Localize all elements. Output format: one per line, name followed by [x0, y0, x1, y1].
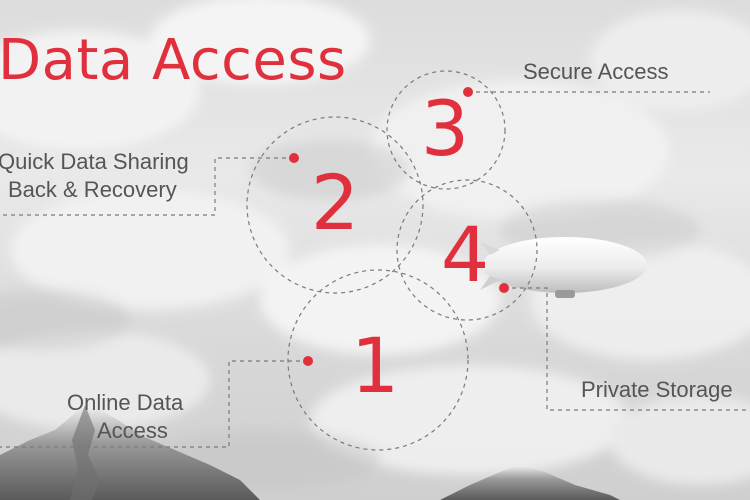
feature-dot-3: [463, 87, 473, 97]
feature-circle-4: [396, 179, 538, 321]
feature-label-1-line2: Access: [97, 418, 168, 443]
connector-line-4: [504, 287, 750, 411]
feature-circle-3: [386, 70, 506, 190]
connector-line-2: [0, 157, 294, 216]
feature-label-3: Secure Access: [523, 59, 669, 84]
connector-line-1: [0, 360, 308, 448]
feature-label-2-line1: Quick Data Sharing: [0, 149, 189, 174]
feature-number-2: 2: [310, 158, 360, 247]
airship-illustration: [480, 237, 647, 298]
feature-number-4: 4: [440, 210, 490, 299]
feature-label-4: Private Storage: [581, 377, 733, 402]
feature-dot-4: [499, 283, 509, 293]
feature-dot-2: [289, 153, 299, 163]
feature-number-3: 3: [420, 84, 470, 173]
feature-number-1: 1: [350, 321, 400, 410]
feature-circle-2: [246, 116, 424, 294]
page-title: Data Access: [0, 28, 347, 93]
feature-label-2-line2: Back & Recovery: [8, 177, 177, 202]
feature-circle-1: [287, 269, 469, 451]
mountain-peaks: [0, 405, 620, 500]
feature-label-1-line1: Online Data: [67, 390, 184, 415]
feature-dot-1: [303, 356, 313, 366]
